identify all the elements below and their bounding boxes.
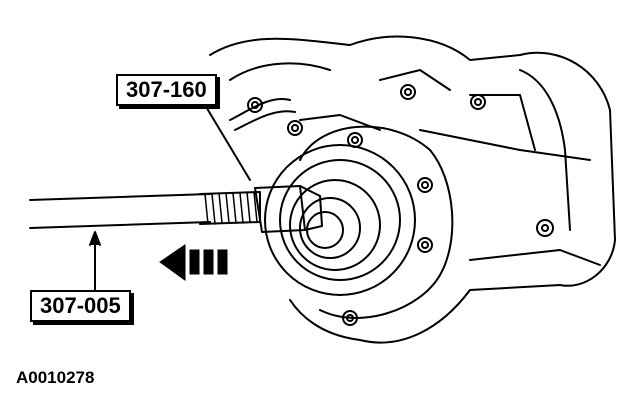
figure-id: A0010278	[16, 368, 95, 387]
tool-shaft	[29, 193, 211, 201]
engine-block-outline	[209, 35, 616, 344]
leader-upper	[204, 104, 251, 181]
direction-arrow	[159, 244, 228, 281]
callout-307-005: 307-005	[30, 290, 131, 322]
front-cover	[299, 125, 454, 319]
callout-307-160: 307-160	[116, 74, 217, 106]
bolt-heads	[247, 84, 554, 326]
damper-outer	[264, 144, 416, 296]
